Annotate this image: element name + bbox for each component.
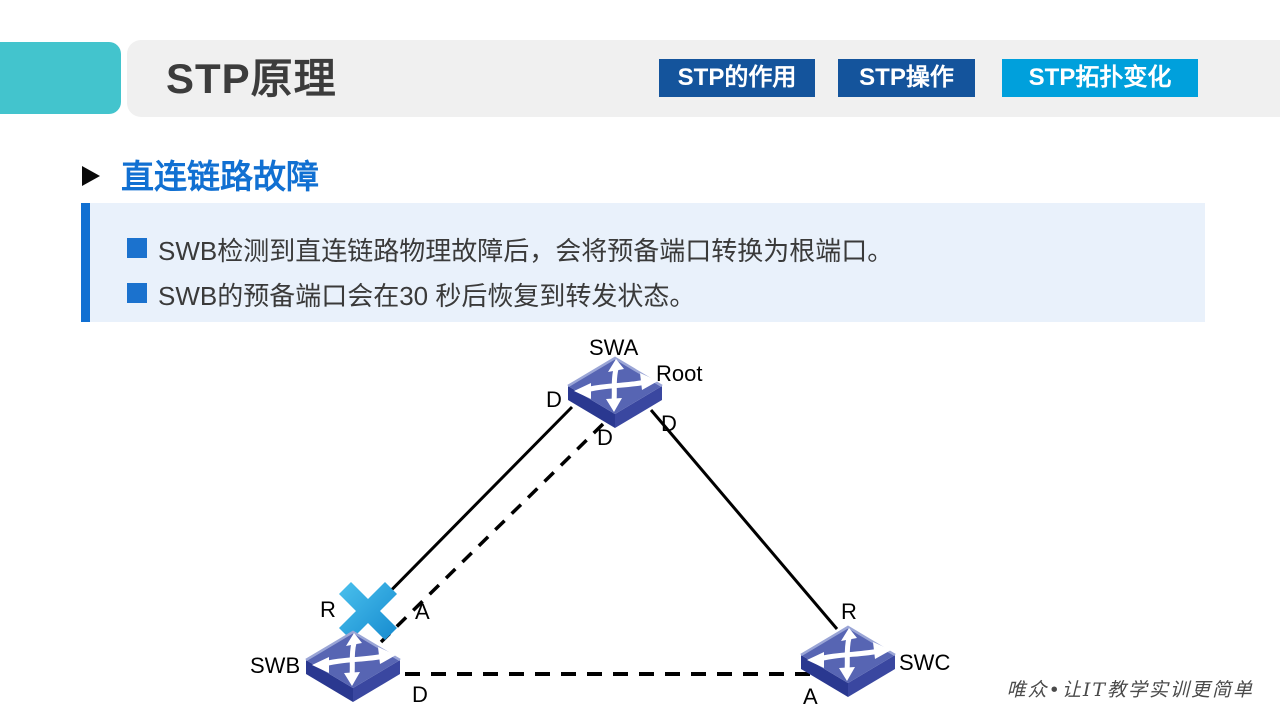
port-label-swa-right: D	[661, 411, 677, 436]
brand-watermark: 唯众•让IT教学实训更简单	[1006, 679, 1254, 701]
port-label-swc-root: R	[841, 599, 857, 624]
nav-button-stp-topology-change[interactable]: STP拓扑变化	[1002, 59, 1198, 97]
port-label-swc-alternate: A	[803, 684, 818, 709]
node-label-swc: SWC	[899, 650, 951, 675]
switch-icon-swa	[566, 356, 664, 434]
nav-button-stp-role[interactable]: STP的作用	[659, 59, 815, 97]
port-label-swa-left: D	[546, 387, 562, 412]
square-bullet-icon	[127, 283, 147, 303]
port-label-swb-root: R	[320, 597, 336, 622]
section-title: 直连链路故障	[121, 158, 319, 195]
link-failure-x-icon	[338, 581, 398, 641]
square-bullet-icon	[127, 238, 147, 258]
accent-block	[0, 42, 121, 114]
node-label-swa: SWA	[589, 335, 639, 360]
bullet-item: SWB检测到直连链路物理故障后，会将预备端口转换为根端口。	[127, 231, 893, 268]
bullet-item: SWB的预备端口会在30 秒后恢复到转发状态。	[127, 276, 695, 313]
port-label-swb-alternate: A	[415, 599, 430, 624]
page-title: STP原理	[166, 55, 337, 102]
bullet-text: SWB检测到直连链路物理故障后，会将预备端口转换为根端口。	[158, 236, 894, 266]
port-label-swa-bottom: D	[597, 425, 613, 450]
callout-panel	[81, 203, 1205, 322]
triangle-bullet-icon	[82, 166, 100, 186]
nav-button-stp-operation[interactable]: STP操作	[838, 59, 975, 97]
root-tag-label: Root	[656, 361, 703, 386]
port-label-swb-designated: D	[412, 682, 428, 707]
switch-icon-swb	[304, 630, 402, 708]
node-label-swb: SWB	[250, 653, 301, 678]
bullet-text: SWB的预备端口会在30 秒后恢复到转发状态。	[158, 281, 696, 311]
